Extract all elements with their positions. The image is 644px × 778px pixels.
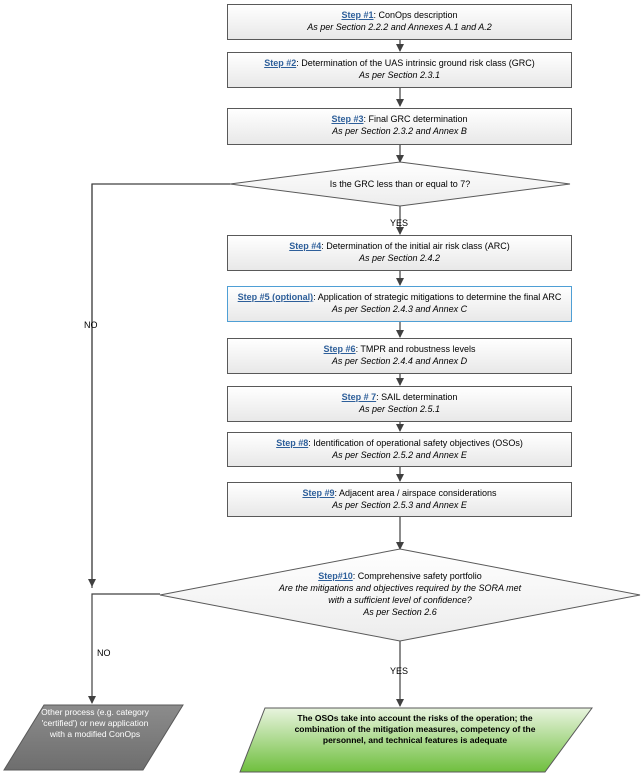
no-label-2: NO (97, 648, 111, 658)
grc-decision-diamond (229, 161, 571, 207)
step-7-link[interactable]: Step # 7 (341, 392, 377, 402)
step-10-ref: As per Section 2.6 (363, 607, 437, 617)
step-3-title: : Final GRC determination (363, 114, 468, 124)
success-shape (239, 707, 593, 773)
step-1-ref: As per Section 2.2.2 and Annexes A.1 and… (307, 22, 492, 32)
step-3-box: Step #3: Final GRC determination As per … (227, 108, 572, 145)
step-1-box: Step #1: ConOps description As per Secti… (227, 4, 572, 40)
other-process-text: Other process (e.g. category 'certified'… (41, 707, 149, 739)
step-10-question: Are the mitigations and objectives requi… (278, 583, 522, 605)
step-5-title: : Application of strategic mitigations t… (313, 292, 562, 302)
step-10-title: : Comprehensive safety portfolio (352, 571, 482, 581)
step-5-ref: As per Section 2.4.3 and Annex C (331, 304, 468, 314)
step-5-box: Step #5 (optional): Application of strat… (227, 286, 572, 322)
step-2-box: Step #2: Determination of the UAS intrin… (227, 52, 572, 88)
step-8-title: : Identification of operational safety o… (308, 438, 523, 448)
no-line-1 (91, 183, 230, 588)
step-1-link[interactable]: Step #1 (341, 10, 374, 20)
step-9-box: Step #9: Adjacent area / airspace consid… (227, 482, 572, 517)
no-line-2 (88, 593, 160, 704)
step-6-ref: As per Section 2.4.4 and Annex D (331, 356, 468, 366)
step-3-link[interactable]: Step #3 (331, 114, 364, 124)
yes-label-1: YES (390, 218, 409, 228)
step-7-title: : SAIL determination (376, 392, 458, 402)
step-5-link[interactable]: Step #5 (optional) (237, 292, 314, 302)
step-8-box: Step #8: Identification of operational s… (227, 432, 572, 467)
safety-portfolio-decision-diamond (159, 548, 641, 642)
step-4-ref: As per Section 2.4.2 (358, 253, 441, 263)
success-text: The OSOs take into account the risks of … (294, 713, 536, 745)
yes-label-2: YES (390, 666, 409, 676)
no-label-1: NO (84, 320, 98, 330)
grc-decision-text: Is the GRC less than or equal to 7? (329, 179, 471, 189)
step-9-title: : Adjacent area / airspace consideration… (334, 488, 497, 498)
step-6-title: : TMPR and robustness levels (355, 344, 476, 354)
other-process-shape (3, 704, 184, 771)
step-3-ref: As per Section 2.3.2 and Annex B (332, 126, 467, 136)
step-6-box: Step #6: TMPR and robustness levels As p… (227, 338, 572, 374)
step-7-ref: As per Section 2.5.1 (358, 404, 441, 414)
step-8-link[interactable]: Step #8 (276, 438, 309, 448)
step-2-title: : Determination of the UAS intrinsic gro… (296, 58, 535, 68)
step-2-link[interactable]: Step #2 (264, 58, 297, 68)
step-1-title: : ConOps description (373, 10, 458, 20)
safety-portfolio-decision-text: Step#10: Comprehensive safety portfolio … (270, 570, 530, 618)
step-4-link[interactable]: Step #4 (289, 241, 322, 251)
step-7-box: Step # 7: SAIL determination As per Sect… (227, 386, 572, 422)
step-10-link[interactable]: Step#10 (318, 571, 353, 581)
step-9-ref: As per Section 2.5.3 and Annex E (332, 500, 467, 510)
step-2-ref: As per Section 2.3.1 (358, 70, 441, 80)
step-4-title: : Determination of the initial air risk … (321, 241, 510, 251)
step-6-link[interactable]: Step #6 (323, 344, 356, 354)
step-9-link[interactable]: Step #9 (302, 488, 335, 498)
step-8-ref: As per Section 2.5.2 and Annex E (332, 450, 467, 460)
step-4-box: Step #4: Determination of the initial ai… (227, 235, 572, 271)
